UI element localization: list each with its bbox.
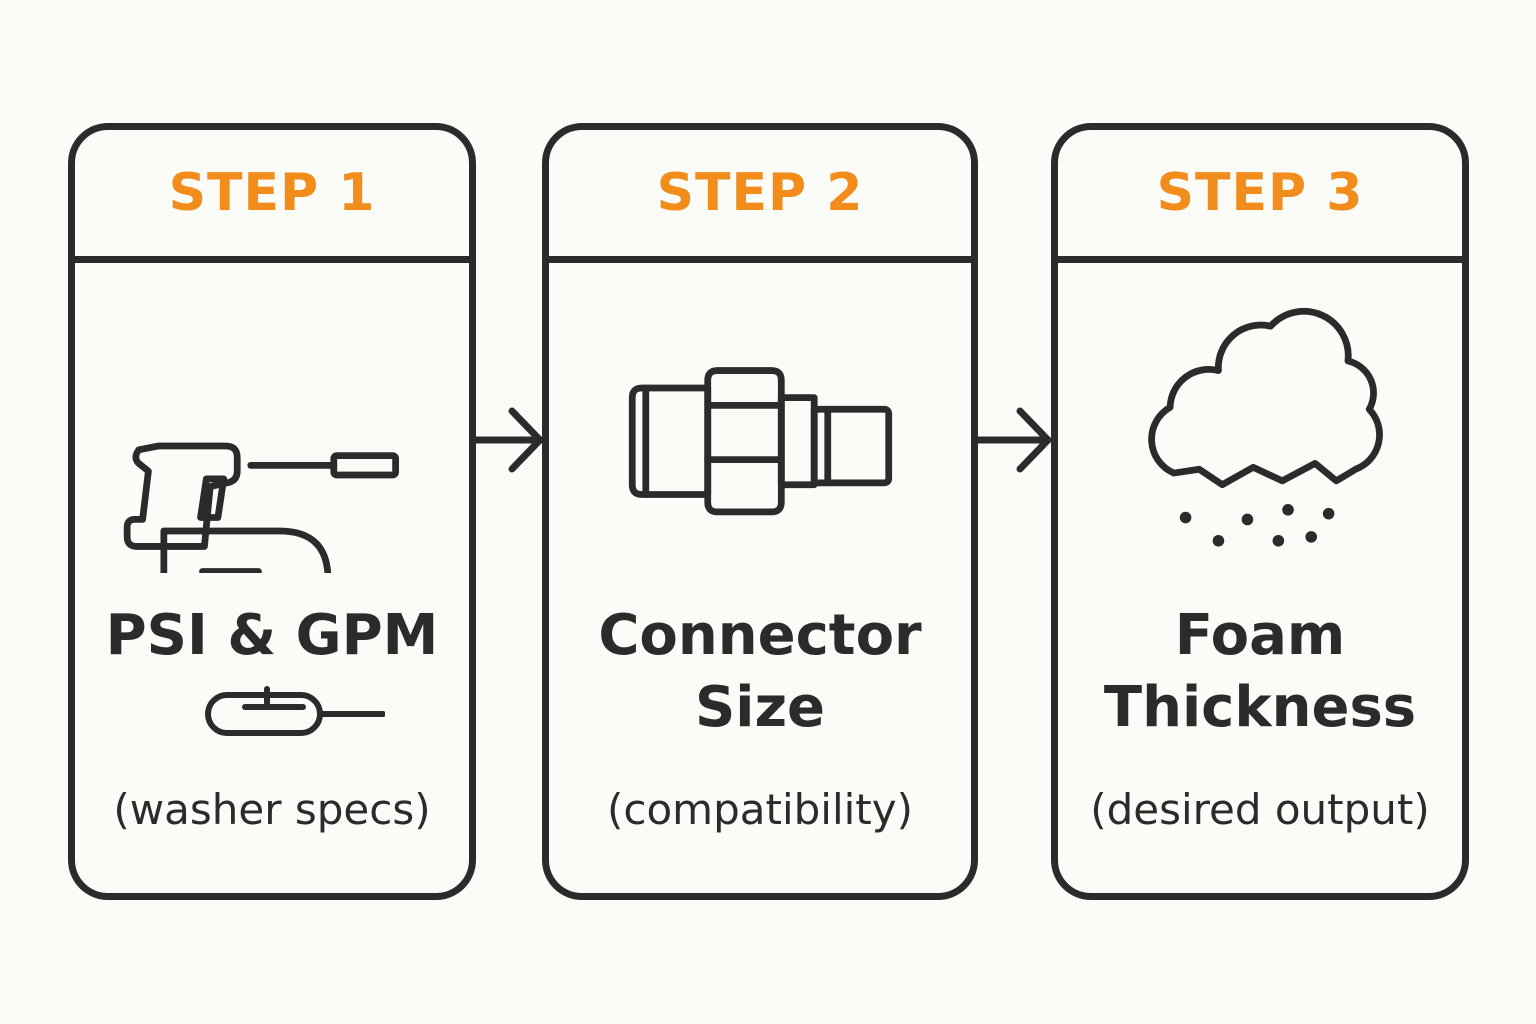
step-2-title-line-2: Size — [694, 675, 826, 740]
arrow-right-icon — [974, 407, 1052, 473]
step-1-header: STEP 1 — [75, 130, 469, 263]
pressure-washer-icon — [75, 263, 469, 676]
step-2-card: STEP 2 Connector Size (compatibility) — [542, 123, 978, 900]
step-1-label: STEP 1 — [168, 163, 376, 223]
arrow-right-icon — [472, 407, 544, 473]
step-3-header: STEP 3 — [1058, 130, 1462, 263]
foam-cloud-icon — [1058, 263, 1462, 573]
step-1-card: STEP 1 PSI & GPM (washer specs) — [68, 123, 476, 900]
step-3-card: STEP 3 Foam Thickness (desired output) — [1051, 123, 1469, 900]
connector-fitting-icon — [549, 263, 971, 573]
step-3-title-line-1: Foam — [1174, 603, 1346, 668]
step-3-title-line-2: Thickness — [1103, 675, 1417, 740]
step-2-header: STEP 2 — [549, 130, 971, 263]
step-3-label: STEP 3 — [1156, 163, 1364, 223]
step-2-subtitle: (compatibility) — [607, 785, 913, 834]
step-2-label: STEP 2 — [656, 163, 864, 223]
pressure-gauge-icon — [205, 686, 385, 736]
step-3-subtitle: (desired output) — [1090, 785, 1430, 834]
step-2-title: Connector Size — [549, 600, 971, 744]
step-3-title: Foam Thickness — [1058, 600, 1462, 744]
step-1-title: PSI & GPM — [75, 600, 469, 672]
step-2-title-line-1: Connector — [598, 603, 922, 668]
step-1-title-line-1: PSI & GPM — [105, 603, 439, 668]
step-1-subtitle: (washer specs) — [113, 785, 431, 834]
